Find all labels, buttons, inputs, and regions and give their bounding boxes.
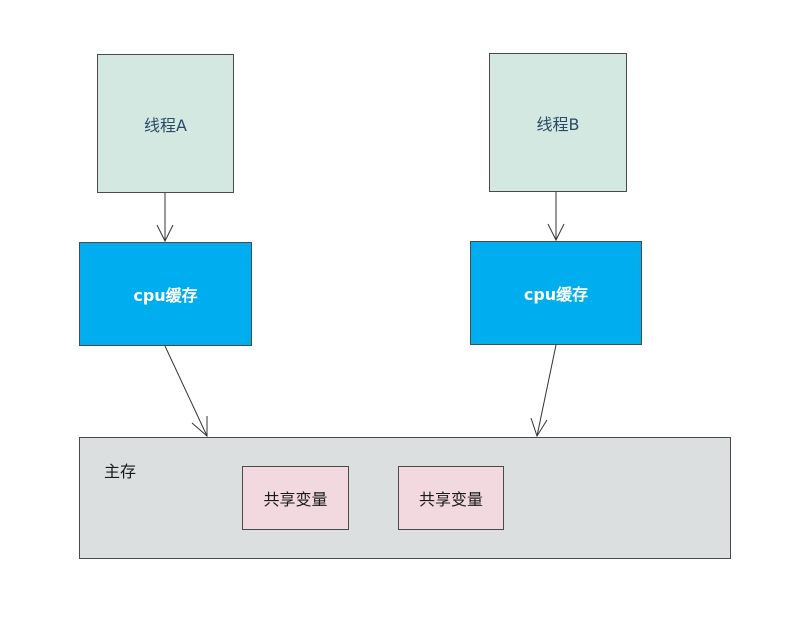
arrow-thread-b-to-cache: [547, 192, 565, 242]
main-memory-label: 主存: [104, 462, 137, 481]
cpu-cache-b-box: cpu缓存: [470, 241, 642, 345]
shared-variable-2-label: 共享变量: [418, 490, 483, 509]
thread-a-box: 线程A: [97, 54, 234, 193]
thread-b-label: 线程B: [536, 114, 580, 134]
arrow-cache-b-to-main: [530, 344, 557, 438]
arrow-thread-a-to-cache: [156, 193, 174, 243]
cpu-cache-a-box: cpu缓存: [79, 242, 252, 346]
arrow-cache-a-to-main: [164, 345, 208, 438]
thread-a-label: 线程A: [144, 115, 187, 135]
cpu-cache-a-label: cpu缓存: [133, 286, 198, 305]
shared-variable-1-label: 共享变量: [263, 490, 328, 509]
cpu-cache-b-label: cpu缓存: [523, 285, 589, 304]
thread-b-box: 线程B: [489, 53, 627, 192]
shared-variable-1-box: 共享变量: [242, 466, 349, 530]
shared-variable-2-box: 共享变量: [398, 466, 504, 530]
